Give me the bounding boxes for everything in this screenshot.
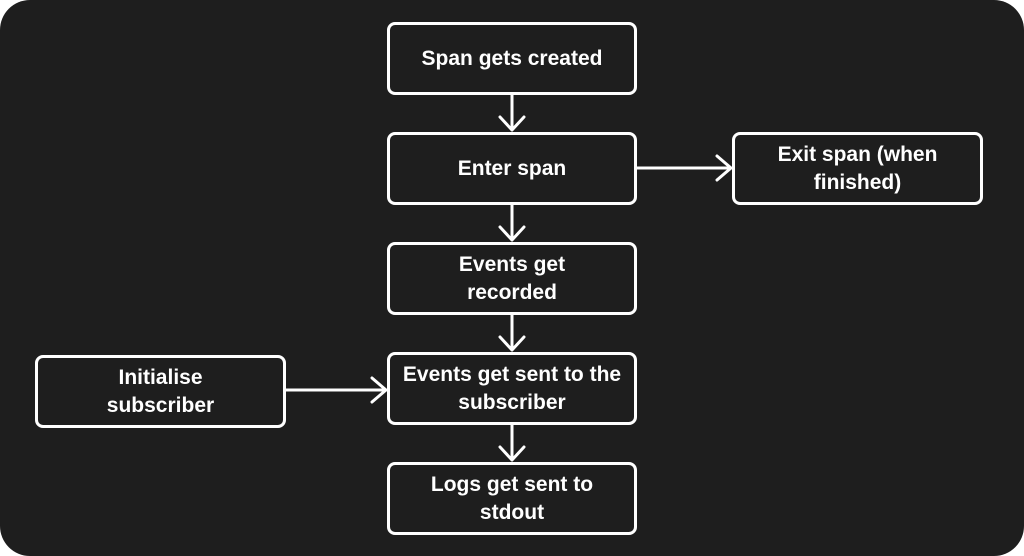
node-events-get-recorded: Events get recorded bbox=[387, 242, 637, 315]
node-logs-get-sent-label: Logs get sent to stdout bbox=[430, 472, 594, 524]
node-span-gets-created: Span gets created bbox=[387, 22, 637, 95]
arrowhead-enter-span-top bbox=[498, 115, 526, 132]
arrowhead-events-sent-left bbox=[370, 376, 388, 404]
node-exit-span: Exit span (when finished) bbox=[732, 132, 983, 205]
node-enter-span: Enter span bbox=[387, 132, 637, 205]
arrowhead-exit-span bbox=[715, 154, 733, 182]
node-events-get-sent: Events get sent to the subscriber bbox=[387, 352, 637, 425]
node-exit-span-label: Exit span (when finished) bbox=[777, 142, 938, 194]
arrowhead-logs-sent-top bbox=[498, 445, 526, 462]
arrowhead-events-sent-top bbox=[498, 335, 526, 352]
node-events-get-recorded-label: Events get recorded bbox=[458, 252, 566, 304]
node-enter-span-label: Enter span bbox=[457, 156, 567, 180]
node-events-get-sent-label: Events get sent to the subscriber bbox=[402, 362, 622, 414]
arrowhead-events-recorded-top bbox=[498, 225, 526, 242]
node-initialise-subscriber-label: Initialise subscriber bbox=[106, 365, 215, 417]
node-span-gets-created-label: Span gets created bbox=[421, 46, 603, 70]
node-initialise-subscriber: Initialise subscriber bbox=[35, 355, 286, 428]
node-logs-get-sent: Logs get sent to stdout bbox=[387, 462, 637, 535]
